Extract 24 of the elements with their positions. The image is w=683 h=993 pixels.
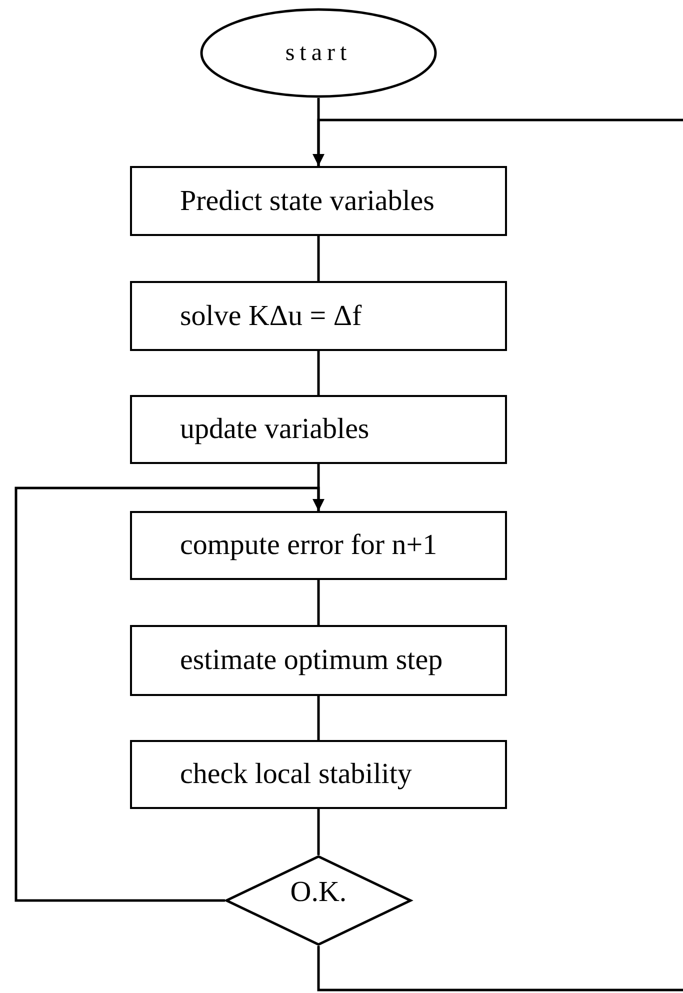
- connector-line: [317, 351, 320, 395]
- step-label: estimate optimum step: [180, 644, 443, 677]
- connector-line: [317, 580, 320, 625]
- process-box: [130, 395, 507, 464]
- step-label: check local stability: [180, 758, 412, 791]
- step-label: Predict state variables: [180, 184, 434, 218]
- step-label: update variables: [180, 413, 370, 446]
- connector-line: [317, 809, 320, 855]
- process-box: [130, 625, 507, 696]
- terminal-label: start: [285, 40, 352, 66]
- connector-line: [317, 696, 320, 740]
- process-box: [130, 166, 507, 236]
- connector-line: [317, 946, 683, 992]
- step-label: compute error for n+1: [180, 529, 438, 562]
- step-label: solve KΔu = Δf: [180, 300, 362, 332]
- connector-line: [317, 236, 320, 281]
- process-box: [130, 281, 507, 351]
- decision-diamond: [225, 855, 412, 946]
- process-box: [130, 511, 507, 580]
- decision-label: O.K.: [290, 876, 347, 909]
- terminal-ellipse: [200, 8, 437, 98]
- arrow: [14, 486, 324, 902]
- arrow: [312, 118, 683, 166]
- process-box: [130, 740, 507, 809]
